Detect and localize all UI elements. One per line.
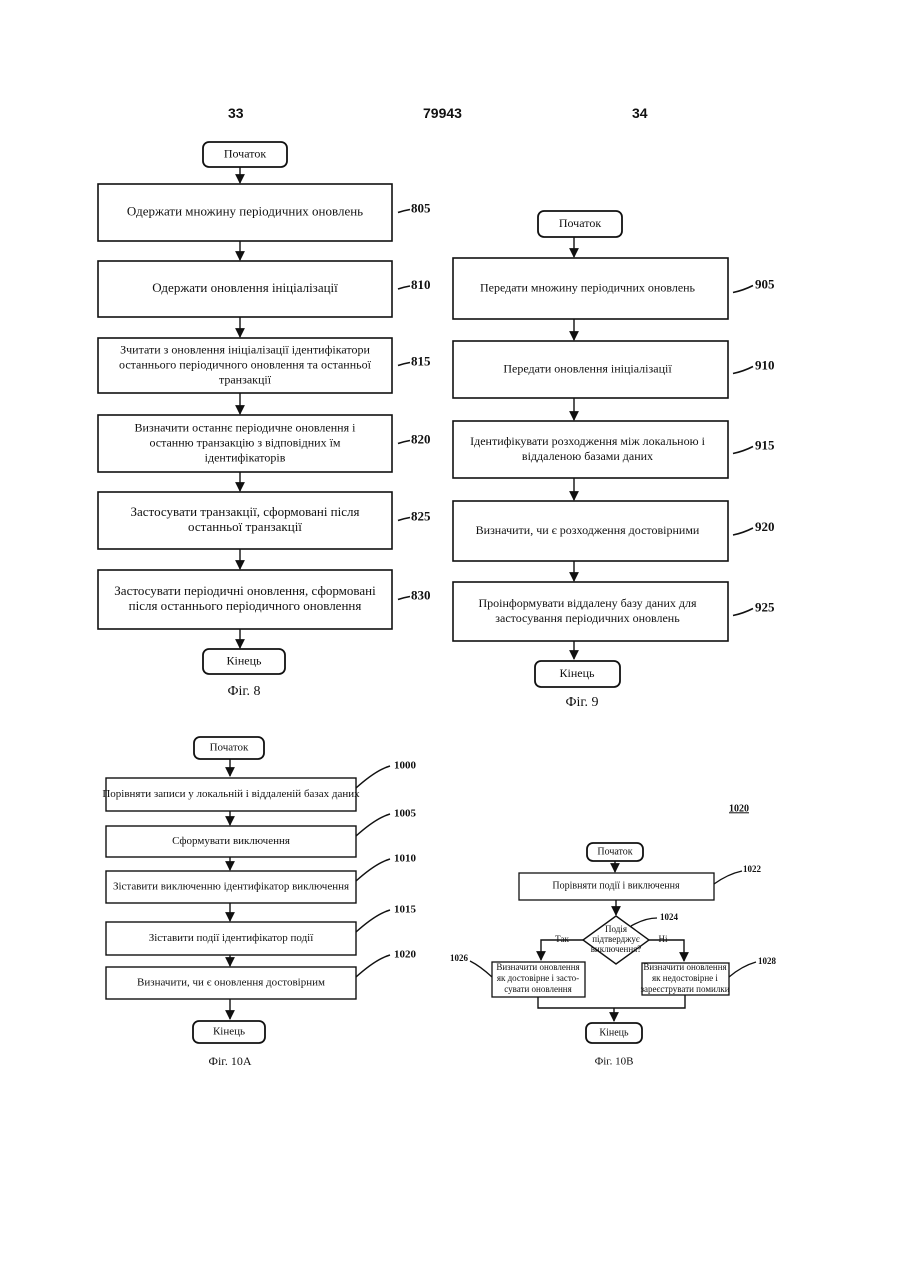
- accept-update-text: сувати оновлення: [504, 984, 571, 994]
- step-reference-number: 1022: [743, 864, 762, 874]
- figure-caption: Фіг. 9: [565, 695, 598, 710]
- reference-leader-line: [733, 367, 753, 374]
- box-text-line: Зчитати з оновлення ініціалізації іденти…: [120, 342, 370, 356]
- box-text-line: застосування періодичних оновлень: [495, 611, 680, 625]
- step-reference-number: 910: [755, 357, 775, 372]
- figure-caption: Фіг. 10А: [208, 1054, 251, 1068]
- box-text-line: Передати множину періодичних оновлень: [480, 280, 696, 294]
- reference-leader-line: [356, 814, 390, 836]
- accept-update-text: як достовірне і засто-: [497, 973, 579, 983]
- step-reference-number: 1000: [394, 760, 417, 772]
- box-text-line: Ідентифікувати розходження між локальною…: [470, 434, 705, 448]
- reference-leader-line: [398, 286, 410, 289]
- figure-reference-label: 1020: [729, 803, 749, 814]
- step-reference-number: 815: [411, 353, 431, 368]
- step-reference-number: 1010: [394, 853, 417, 865]
- yes-branch-label: Так: [555, 934, 569, 944]
- reference-leader-line: [356, 859, 390, 881]
- box-text-line: Застосувати транзакції, сформовані після: [131, 504, 360, 519]
- step-reference-number: 1026: [450, 953, 469, 963]
- box-text-line: Визначити, чи є оновлення достовірним: [137, 977, 325, 989]
- figure-9-flowchart: ПочатокПередати множину періодичних онов…: [453, 211, 775, 710]
- box-text-line: Зіставити події ідентифікатор події: [149, 932, 315, 944]
- figure-8-flowchart: ПочатокОдержати множину періодичних онов…: [98, 142, 431, 699]
- decision-text: виключення?: [591, 944, 642, 954]
- decision-text: підтверджує: [592, 934, 640, 944]
- box-text-line: Визначити останнє періодичне оновлення і: [135, 420, 357, 434]
- end-terminal-label: Кінець: [227, 653, 263, 667]
- reject-update-text: Визначити оновлення: [643, 962, 726, 972]
- step-reference-number: 905: [755, 276, 775, 291]
- merge-connector: [538, 997, 614, 1008]
- reference-leader-line: [470, 961, 492, 977]
- reference-leader-line: [356, 910, 390, 932]
- box-text-line: останнього періодичного оновлення та ост…: [119, 357, 372, 371]
- step-reference-number: 1020: [394, 949, 417, 961]
- merge-connector: [614, 995, 685, 1008]
- compare-box-text: Порівняти події і виключення: [552, 880, 680, 891]
- end-terminal-label: Кінець: [213, 1026, 245, 1038]
- start-terminal-label: Початок: [224, 146, 266, 160]
- figure-caption: Фіг. 8: [227, 684, 260, 699]
- step-reference-number: 830: [411, 587, 431, 602]
- reference-leader-line: [398, 518, 410, 521]
- reference-leader-line: [398, 441, 410, 444]
- box-text-line: Порівняти записи у локальній і віддалені…: [102, 788, 360, 800]
- reference-leader-line: [398, 363, 410, 366]
- start-terminal-label: Початок: [597, 846, 632, 857]
- start-terminal-label: Початок: [559, 216, 601, 230]
- box-text-line: Визначити, чи є розходження достовірними: [476, 523, 700, 537]
- box-text-line: Зіставити виключенню ідентифікатор виклю…: [113, 881, 349, 893]
- reject-update-text: як недостовірне і: [652, 973, 718, 983]
- step-reference-number: 1024: [660, 912, 679, 922]
- figure-10a-flowchart: ПочатокПорівняти записи у локальній і ві…: [102, 737, 416, 1068]
- reference-leader-line: [356, 766, 390, 788]
- step-reference-number: 925: [755, 599, 775, 614]
- no-branch-label: Ні: [659, 934, 668, 944]
- reference-leader-line: [733, 286, 753, 293]
- reference-leader-line: [733, 528, 753, 535]
- reference-leader-line: [631, 918, 657, 926]
- box-text-line: Одержати множину періодичних оновлень: [127, 203, 363, 218]
- step-reference-number: 915: [755, 437, 775, 452]
- box-text-line: віддаленою базами даних: [522, 449, 653, 463]
- step-reference-number: 1015: [394, 904, 417, 916]
- accept-update-text: Визначити оновлення: [496, 962, 579, 972]
- figure-10b-flowchart: 1020ПочатокПорівняти події і виключення 1…: [450, 803, 777, 1067]
- step-reference-number: 820: [411, 431, 431, 446]
- box-text-line: ідентифікаторів: [205, 450, 286, 464]
- step-reference-number: 920: [755, 519, 775, 534]
- figure-caption: Фіг. 10В: [595, 1056, 634, 1068]
- box-text-line: Проінформувати віддалену базу даних для: [479, 596, 697, 610]
- step-reference-number: 1028: [758, 956, 777, 966]
- box-text-line: Одержати оновлення ініціалізації: [152, 280, 338, 295]
- step-reference-number: 805: [411, 200, 431, 215]
- reference-leader-line: [733, 609, 753, 616]
- reference-leader-line: [356, 955, 390, 977]
- step-reference-number: 825: [411, 508, 431, 523]
- start-terminal-label: Початок: [210, 742, 249, 754]
- box-text-line: транзакції: [219, 372, 272, 386]
- end-terminal-label: Кінець: [599, 1027, 629, 1038]
- reference-leader-line: [733, 447, 753, 454]
- reference-leader-line: [729, 962, 756, 977]
- reference-leader-line: [398, 597, 410, 600]
- decision-text: Подія: [605, 924, 627, 934]
- step-reference-number: 810: [411, 277, 431, 292]
- reject-update-text: зареєструвати помилки: [640, 984, 729, 994]
- box-text-line: останню транзакцію з відповідних їм: [149, 435, 340, 449]
- reference-leader-line: [714, 871, 742, 884]
- box-text-line: Сформувати виключення: [172, 835, 290, 847]
- box-text-line: Передати оновлення ініціалізації: [503, 361, 672, 375]
- end-terminal-label: Кінець: [560, 666, 596, 680]
- box-text-line: останньої транзакції: [188, 519, 302, 534]
- reference-leader-line: [398, 210, 410, 213]
- step-reference-number: 1005: [394, 808, 417, 820]
- box-text-line: Застосувати періодичні оновлення, сформо…: [114, 583, 376, 598]
- box-text-line: після останнього періодичного оновлення: [129, 598, 362, 613]
